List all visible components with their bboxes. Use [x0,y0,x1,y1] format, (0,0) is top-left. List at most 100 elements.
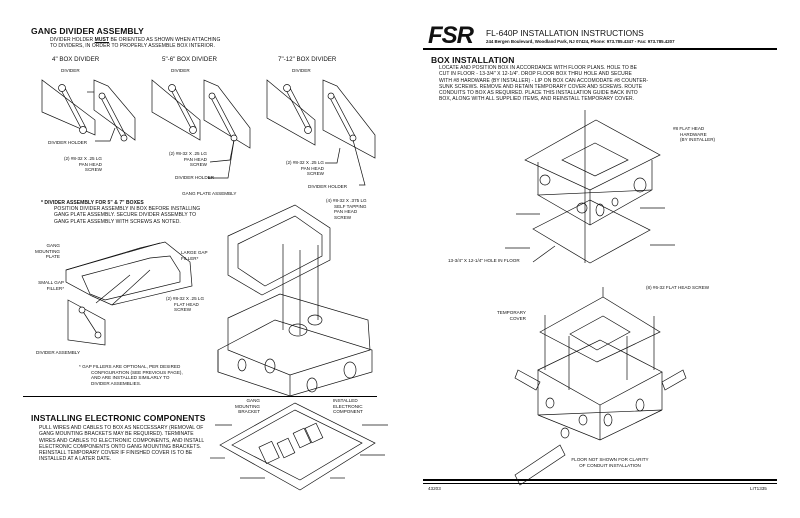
conduit-installation-illustration [514,287,687,486]
callout-line: #8 FLAT HEAD [673,126,705,131]
floor-note: FLOOR NOT SHOWN FOR CLARITY OF CONDUIT I… [545,457,675,468]
intro-text: DIVIDER HOLDER [50,37,95,43]
callout-line: HARDWARE [680,131,707,137]
box-with-gang-plate-illustration [217,204,373,397]
callout-line: COVER [509,315,526,321]
callout-line: FLAT HEAD [174,301,199,307]
divider-assembly-note: POSITION DIVIDER ASSEMBLY IN BOX BEFORE … [54,206,200,225]
intro-must: MUST [94,37,110,43]
divider-5-6-screw-label: (2) #8-32 x .25 LG PAN HEAD SCREW [155,151,207,168]
divider-4-illustration [41,79,136,142]
note-line: GANG PLATE ASSEMBLY WITH SCREWS AS NOTED… [54,218,181,225]
callout-line: PAN HEAD [334,209,358,215]
small-gap-filler-label: SMALL GAP FILLER* [20,280,64,291]
divider-7-12-holder-label: DIVIDER HOLDER [308,184,348,189]
callout-line: LARGE GAP [181,250,208,255]
large-gap-filler-label: LARGE GAP FILLER* [181,250,208,261]
divider-5-6-title: 5"-6" BOX DIVIDER [162,56,217,63]
divider-7-12-illustration [266,79,376,186]
footer-lit-number: LIT1335 [750,486,767,491]
gang-divider-title: GANG DIVIDER ASSEMBLY [31,26,144,36]
gang-mounting-plate-illustration [65,241,193,346]
body-line: LOCATE AND POSITION BOX IN ACCORDANCE WI… [439,65,638,71]
callout-line: SCREW [334,214,352,220]
flat-head-hardware-label: #8 FLAT HEAD HARDWARE (BY INSTALLER) [673,126,715,143]
body-line: CUT IN FLOOR - 13-3/4" x 12-1/4". DROP F… [439,71,632,78]
callout-line: FILLER* [46,285,64,291]
callout-line: SMALL GAP [38,280,64,285]
electronic-components-body: PULL WIRES AND CABLES TO BOX AS NECCESSA… [39,425,204,463]
screw-label-line: PAN HEAD [78,161,102,167]
body-line: PULL WIRES AND CABLES TO BOX AS NECCESSA… [39,425,204,431]
note-line: OF CONDUIT INSTALLATION [579,462,641,468]
header-rule [423,48,777,51]
callout-line: GANG [246,398,260,403]
body-line: SUNK SCREWS. REMOVE AND RETAIN TEMPORARY… [439,83,643,90]
note-line: AND ARE INSTALLED SIMILARLY TO [91,375,170,381]
company-address: 244 Bergen Boulevard, Woodland Park, NJ … [486,39,675,44]
callout-line: SELF TAPPING [334,203,367,209]
screw-label-line: (2) #8-32 x .25 LG [168,151,207,156]
footer-doc-number: 43203 [428,486,441,491]
callout-line: COMPONENT [333,409,363,415]
divider-5-6-label: DIVIDER [171,68,190,73]
intro-text-line2: TO DIVIDERS, IN ORDER TO PROPERLY ASSEMB… [50,43,215,50]
note-line: CONFIGURATION (SEE PREVIOUS PAGE), [91,369,183,375]
note-line: GANG PLATE ASSEMBLY. SECURE DIVIDER ASSE… [54,212,197,219]
divider-7-12-label: DIVIDER [292,68,311,73]
callout-line: MOUNTING [34,248,60,254]
section-divider [23,396,377,398]
body-line: CONDUITS TO BOX AS REQUIRED. PLACE THIS … [439,90,638,97]
note-line: DIVIDER ASSEMBLIES. [91,380,142,386]
box-installation-body: LOCATE AND POSITION BOX IN ACCORDANCE WI… [439,65,648,103]
cover-screw-label: (8) #6-32 FLAT HEAD SCREW [646,285,710,290]
callout-line: ELECTRONIC [333,403,363,409]
divider-4-label: DIVIDER [61,68,80,73]
callout-line: (4) #8-32 x .375 LG [326,198,367,203]
divider-4-title: 4" BOX DIVIDER [52,56,100,63]
note-line: FLOOR NOT SHOWN FOR CLARITY [571,457,649,462]
hole-in-floor-label: 13-3/4" x 12-1/4" HOLE IN FLOOR [448,258,520,263]
screw-label-line: (2) #8-32 x .25 LG [285,160,324,165]
gang-mounting-bracket-label: GANG MOUNTING BRACKET [222,398,260,415]
callout-line: (2) #8-32 x .25 LG [166,296,205,301]
body-line: WITH #8 HARDWARE (BY INSTALLER) - LIP ON… [439,77,649,84]
callout-line: BRACKET [238,409,260,415]
note-line: POSITION DIVIDER ASSEMBLY IN BOX BEFORE … [54,206,201,212]
box-installation-title: BOX INSTALLATION [431,55,515,65]
screw-label-line: PAN HEAD [183,156,207,162]
intro-text: BE ORIENTED AS SHOWN WHEN ATTACHING [109,37,221,43]
callout-line: INSTALLED [333,398,358,403]
callout-line: TEMPORARY [496,310,526,315]
electronic-components-illustration [210,402,388,491]
floor-box-illustration [505,110,675,264]
screw-label-line: (2) #8-32 x .25 LG [63,156,102,161]
self-tapping-screw-label: (4) #8-32 x .375 LG SELF TAPPING PAN HEA… [326,198,367,220]
body-line: GANG MOUNTING BRACKETS MAY BE REQUIRED).… [39,431,194,438]
electronic-components-title: INSTALLING ELECTRONIC COMPONENTS [31,413,206,423]
divider-4-holder-label: DIVIDER HOLDER [48,140,88,145]
screw-label-line: SCREW [189,162,207,168]
document-title: FL-640P INSTALLATION INSTRUCTIONS [486,28,644,38]
body-line: BOX, ALONG WITH ALL SUPPLIED ITEMS, AND … [439,96,635,103]
gang-plate-assembly-label: GANG PLATE ASSEMBLY [182,191,237,196]
body-line: REINSTALL TEMPORARY COVER IF FINISHED CO… [39,450,193,457]
callout-line: FILLER* [181,255,199,261]
divider-assembly-label: DIVIDER ASSEMBLY [36,350,81,355]
body-line: INSTALLED AT A LATER DATE. [39,456,112,463]
body-line: WIRES AND CABLES TO ELECTRONIC COMPONENT… [39,437,205,444]
body-line: ELECTRONIC COMPONENTS ONTO GANG MOUNTING… [39,443,202,450]
installed-component-label: INSTALLED ELECTRONIC COMPONENT [333,398,363,415]
screw-label-line: SCREW [306,171,324,177]
screw-label-line: SCREW [84,167,102,173]
gang-divider-intro: DIVIDER HOLDER MUST BE ORIENTED AS SHOWN… [50,37,220,50]
note-line: * GAP FILLERS ARE OPTIONAL, PER DESIRED [79,364,181,369]
gap-filler-note: * GAP FILLERS ARE OPTIONAL, PER DESIRED … [79,364,183,386]
footer-rule-thin [423,483,777,484]
temporary-cover-label: TEMPORARY COVER [486,310,526,321]
fsr-logo: FSR [428,22,474,49]
divider-7-12-screw-label: (2) #8-32 x .25 LG PAN HEAD SCREW [272,160,324,177]
footer-rule [423,479,777,481]
callout-line: MOUNTING [234,403,260,409]
callout-line: PLATE [45,254,60,260]
